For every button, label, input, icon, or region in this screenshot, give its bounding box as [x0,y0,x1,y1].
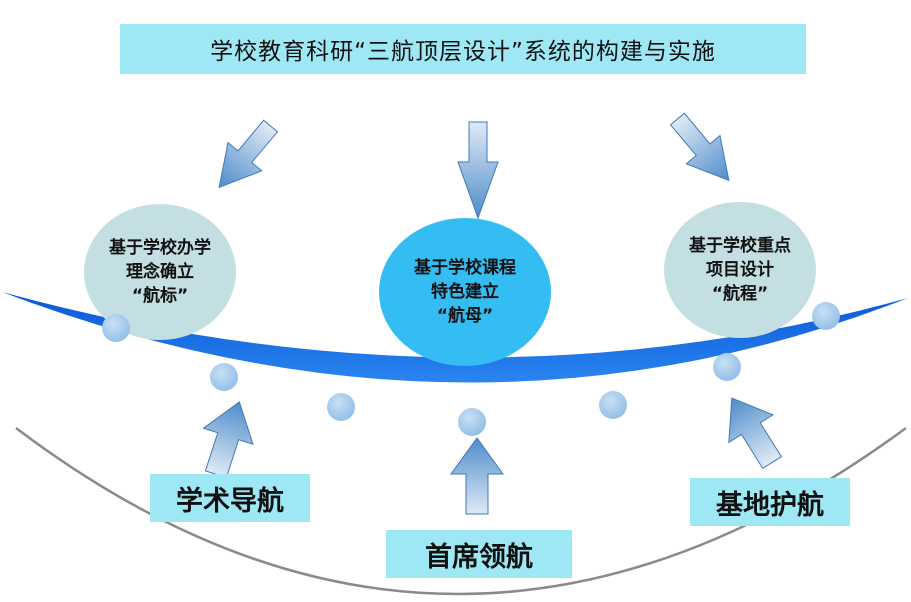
circle-right-line-3: “航程” [711,284,769,304]
circle-right-line-2: 项目设计 [706,260,774,280]
circle-center-line-1: 基于学校课程 [414,258,516,278]
label-left-text: 学术导航 [176,485,284,517]
circle-center-line-3: “航母” [436,306,494,326]
arrow-bottom-left [202,401,254,479]
label-base-escort: 基地护航 [690,478,850,526]
circle-left-line-2: 理念确立 [126,262,194,282]
circle-center [379,218,551,366]
label-academic-guidance: 学术导航 [150,474,310,522]
arrow-bottom-center [450,437,504,515]
arrow-top-center [457,121,499,220]
circle-left [84,204,236,340]
ship-crescent [2,292,908,383]
dot-1 [102,314,130,342]
label-middle-text: 首席领航 [425,541,533,573]
dot-4 [458,408,486,436]
circle-right-text: 基于学校重点 项目设计 “航程” [689,234,791,306]
circle-center-text: 基于学校课程 特色建立 “航母” [414,256,516,328]
dot-6 [713,353,741,381]
title-text: 学校教育科研“三航顶层设计”系统的构建与实施 [210,39,716,65]
label-chief-pilot: 首席领航 [386,530,572,578]
dot-3 [327,393,355,421]
circle-left-text: 基于学校办学 理念确立 “航标” [109,236,211,308]
arrow-top-left [218,119,279,189]
circle-right-line-1: 基于学校重点 [689,236,791,256]
circle-left-line-3: “航标” [131,286,189,306]
label-right-text: 基地护航 [716,489,824,521]
circle-left-line-1: 基于学校办学 [109,238,211,258]
arrow-bottom-right [728,397,783,470]
dot-7 [812,302,840,330]
dot-5 [599,391,627,419]
arrow-top-right [669,112,730,182]
dot-2 [210,363,238,391]
title-box: 学校教育科研“三航顶层设计”系统的构建与实施 [120,24,806,74]
circle-center-line-2: 特色建立 [431,282,499,302]
circle-right [664,202,816,338]
